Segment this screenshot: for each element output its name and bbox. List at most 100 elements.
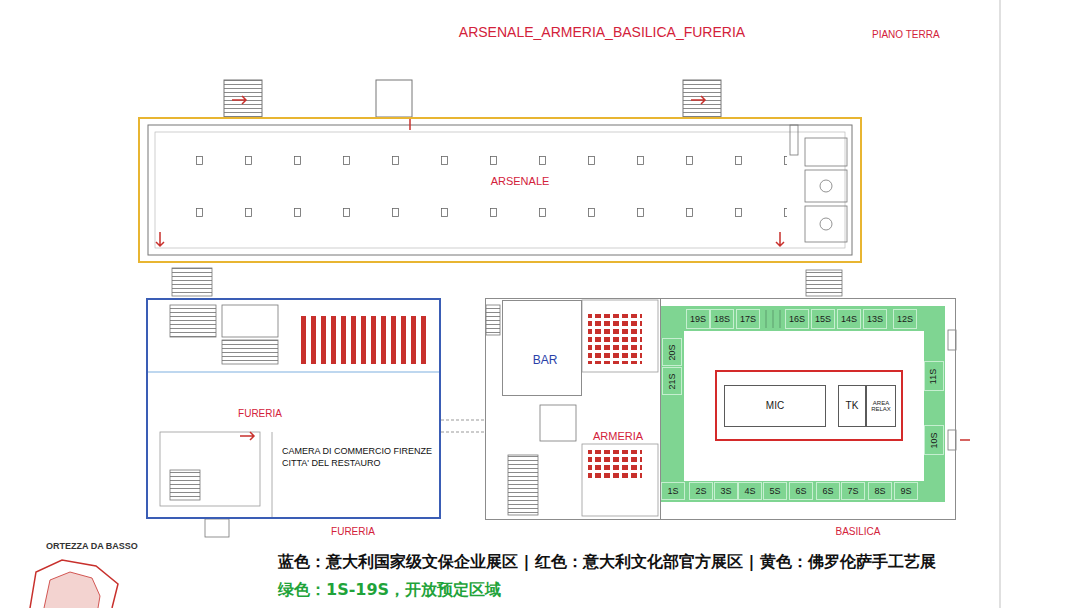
interior-wall [147,371,439,372]
tick-mark [766,310,767,328]
tick-mark [780,310,781,328]
entrance-block [376,80,412,117]
staircase [224,80,262,117]
booth-number: 1S [667,487,678,496]
area-name: ARMERIA [593,431,643,442]
exit-arrow [156,232,164,246]
booth-cell: 12S [893,309,917,329]
booth-band [660,306,945,502]
booth-number: 8S [874,487,885,496]
booth-number: 5S [769,487,780,496]
toilet-room [540,405,576,441]
building-wall [155,132,845,248]
booth-cell: 13S [863,309,887,329]
area-box: MIC [724,385,826,427]
staircase [486,305,500,335]
staircase [170,305,216,337]
staircase [172,268,212,296]
booth-cell: 9S [894,482,918,500]
staircase [170,470,200,500]
booth-number: 14S [841,315,857,324]
door-symbol [948,330,956,350]
plan-note: PIANO TERRA [872,29,940,41]
plan-note: ORTEZZA DA BASSO [46,541,138,552]
booth-cell: 1S [661,482,685,500]
booth-cell: 10S [924,425,944,455]
booth-number: TK [846,401,859,411]
booth-cell: 21S [662,367,682,395]
area-name: FURERIA [331,527,375,537]
toilet-room [805,138,847,166]
booth-cell: 15S [811,309,835,329]
booth-number: 4S [744,487,755,496]
door-symbol [790,125,798,155]
staircase [508,455,538,515]
seating-area [588,450,642,478]
page-edge [999,0,1001,608]
area-name: FURERIA [238,409,282,419]
booth-number: 9S [900,487,911,496]
booth-cell: 6S [816,482,840,500]
area-name: BASILICA [835,527,880,537]
area-name: BAR [533,354,558,366]
booth-cell: 6S [789,482,813,500]
booth-cell: 8S [868,482,892,500]
booth-cell: 7S [841,482,865,500]
corridor-line [441,420,485,421]
booth-number: 15S [815,315,831,324]
booth-number: 21S [667,373,676,389]
exit-arrow [691,96,705,104]
door-symbol [948,430,956,450]
exit-arrow [240,432,254,440]
staircase [683,80,721,117]
exit-arrow [776,232,784,246]
booth-cell: 3S [714,482,738,500]
area-name: ARSENALE [491,176,550,187]
booth-number: AREA RELAX [868,400,894,413]
exit-arrow [960,439,970,441]
toilet-room [805,170,847,202]
area-box: AREA RELAX [866,385,896,427]
booth-number: 3S [720,487,731,496]
booth-number: 13S [867,315,883,324]
booth-cell: 4S [738,482,762,500]
booth-number: 10S [929,432,938,448]
location-map [30,560,118,608]
booth-cell: 20S [662,338,682,366]
booth-cell: 17S [736,309,760,329]
staircase [806,270,842,296]
booth-cell: 2S [689,482,713,500]
booth-cell: 19S [686,309,710,329]
booth-number: MIC [766,401,784,411]
service-room [222,305,278,337]
legend-note: 蓝色：意大利国家级文保企业展区 | 红色：意大利文化部官方展区 | 黄色：佛罗伦… [278,552,936,571]
exhibition-zone: FURERIA CAMERA DI COMMERCIO FIRENZE CITTA… [146,298,441,519]
building-wall [148,125,852,255]
booth-cell: 14S [837,309,861,329]
area-name: CAMERA DI COMMERCIO FIRENZE CITTA' DEL R… [282,446,434,469]
building-outline: BASILICA19S18S17S16S15S14S13S12S20S21S11… [660,298,956,520]
exit-arrow [409,118,411,130]
booth-number: 18S [714,315,730,324]
seating-area [588,314,642,364]
toilet-symbol [820,218,832,230]
booth-number: 19S [690,315,706,324]
booth-number: 20S [667,344,676,360]
booth-cell: 16S [785,309,809,329]
tick-mark [773,310,774,328]
entrance-block [205,519,229,537]
legend-note: 绿色：1S-19S，开放预定区域 [278,580,501,599]
seating-area [300,316,430,364]
booth-number: 17S [740,315,756,324]
staircase [222,340,278,364]
booth-cell: 5S [763,482,787,500]
toilet-room [805,206,847,242]
toilet-symbol [820,180,832,192]
area-box: TK [838,385,866,427]
booth-number: 12S [897,315,913,324]
column-grid [187,150,787,222]
booth-number: 6S [795,487,806,496]
service-room [160,432,260,506]
